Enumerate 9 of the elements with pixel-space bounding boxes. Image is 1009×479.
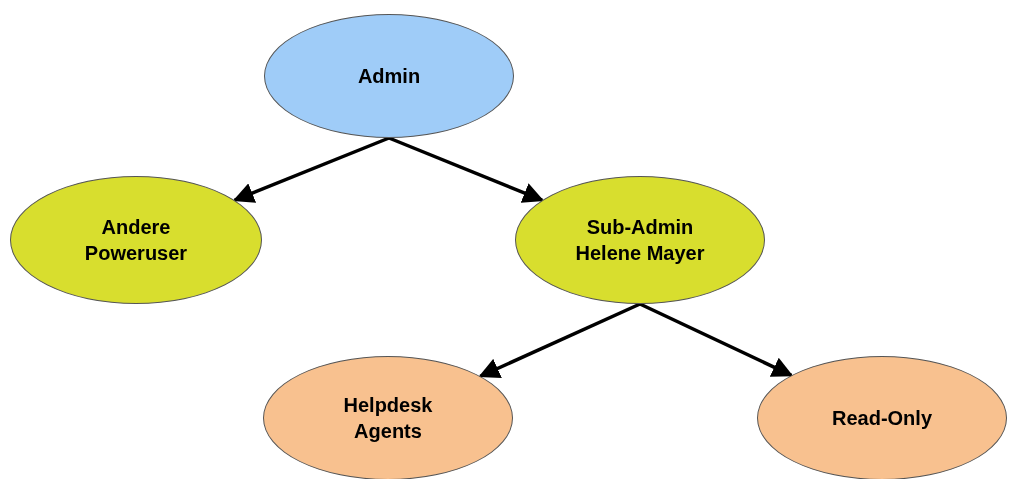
arrow (232, 136, 390, 203)
role-label: Admin (357, 64, 421, 89)
role-label: Andere Poweruser (83, 215, 189, 266)
role-label: Read-Only (832, 406, 932, 431)
role-label: Helpdesk Agents (342, 393, 434, 444)
arrow (388, 136, 545, 203)
arrow (639, 302, 794, 377)
role-label: Sub-Admin Helene Mayer (574, 215, 706, 266)
arrow (478, 302, 641, 378)
